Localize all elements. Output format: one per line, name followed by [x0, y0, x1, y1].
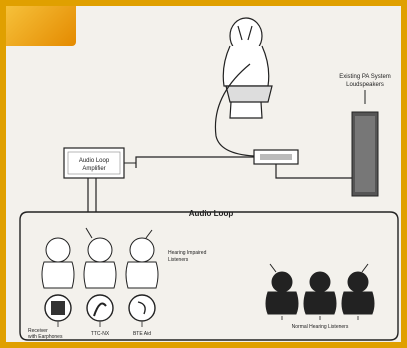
device2-label: TTC-NX: [91, 331, 110, 337]
bte-aid-icon: [129, 295, 155, 321]
receiver-earphone-icon: [45, 295, 71, 321]
normal-listening-label: Normal Hearing Listeners: [292, 324, 349, 330]
mixer-to-amp-line: [136, 157, 254, 168]
amp-label-line1: Audio Loop: [79, 158, 110, 164]
listener-figure: [42, 238, 74, 288]
listening-label-line2: Listeners: [168, 257, 189, 263]
device-pointers: [58, 322, 142, 327]
normal-listener-figure: [342, 264, 374, 314]
normal-hearing-listeners: [266, 264, 374, 314]
amp-label-line2: Amplifier: [82, 166, 105, 172]
listening-label-line1: Hearing Impaired: [168, 250, 207, 256]
pa-label-line1: Existing PA System: [339, 74, 391, 80]
speaker-person-icon: [223, 18, 272, 118]
pa-loudspeaker-grill: [355, 116, 375, 192]
mixer-panel: [260, 154, 292, 160]
device3-label: BTE Aid: [133, 331, 151, 337]
hearing-impaired-listeners: [42, 228, 158, 288]
amp-to-loop-wires: [88, 178, 96, 212]
audio-loop-label: Audio Loop: [189, 209, 234, 218]
normal-listener-figure: [304, 272, 336, 314]
normal-listener-pointers: [282, 316, 358, 320]
audio-loop-wire: [20, 212, 398, 340]
amp-input-line: [124, 163, 136, 168]
mixer-to-speaker-line: [276, 164, 352, 178]
audio-loop-diagram: Existing PA System Loudspeakers Audio Lo…: [6, 6, 401, 342]
device1-label-line2: with Earphones: [28, 334, 63, 340]
listener-figure: [84, 228, 116, 288]
listener-figure: [126, 230, 158, 288]
ttc-device-icon: [87, 295, 113, 321]
pa-label-line2: Loudspeakers: [346, 82, 384, 88]
normal-listener-figure: [266, 264, 298, 314]
